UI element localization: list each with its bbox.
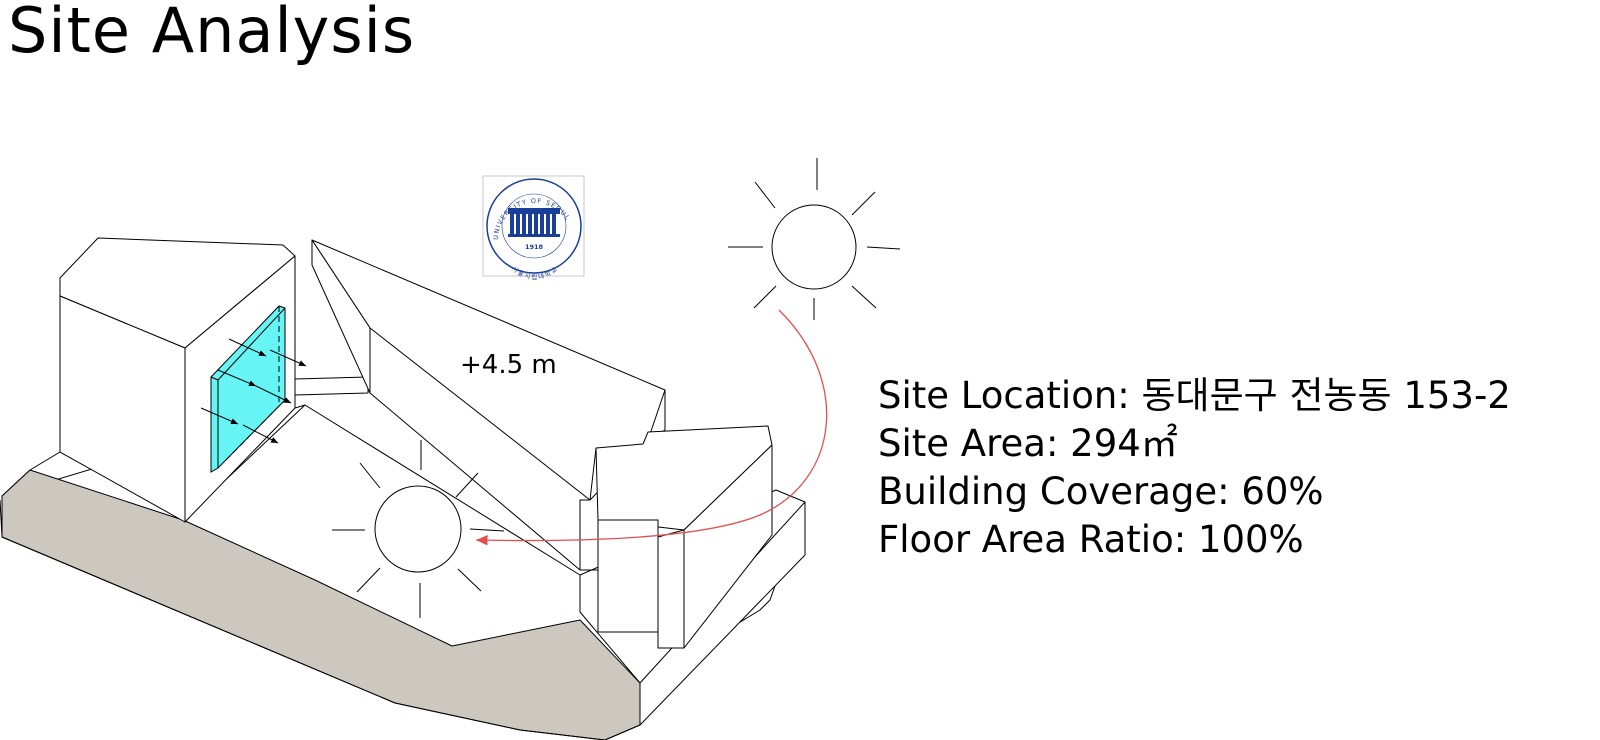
site-location: Site Location: 동대문구 전농동 153-2 xyxy=(878,374,1511,417)
site-area: Site Area: 294㎡ xyxy=(878,422,1178,465)
floor-area-ratio: Floor Area Ratio: 100% xyxy=(878,518,1304,561)
connector xyxy=(294,376,369,396)
right-building-side xyxy=(683,444,773,649)
building-coverage: Building Coverage: 60% xyxy=(878,470,1324,513)
elevation-label: +4.5 m xyxy=(460,350,557,380)
wind-arrows xyxy=(200,338,307,444)
sun-icon-lower xyxy=(332,440,505,618)
university-logo: UNIVERSITY OF SEOUL 1918 서울시립대학교 xyxy=(482,175,585,281)
logo-emblem xyxy=(508,208,560,237)
page-title: Site Analysis xyxy=(8,0,416,67)
sun-icon-upper xyxy=(728,158,901,320)
right-building xyxy=(579,425,773,649)
sun-path-arrow xyxy=(475,309,828,546)
site-info-panel: Site Location: 동대문구 전농동 153-2 Site Area:… xyxy=(878,372,1511,564)
ground-soil-face xyxy=(1,469,641,740)
right-building-face2 xyxy=(657,529,685,649)
logo-year: 1918 xyxy=(525,243,544,251)
